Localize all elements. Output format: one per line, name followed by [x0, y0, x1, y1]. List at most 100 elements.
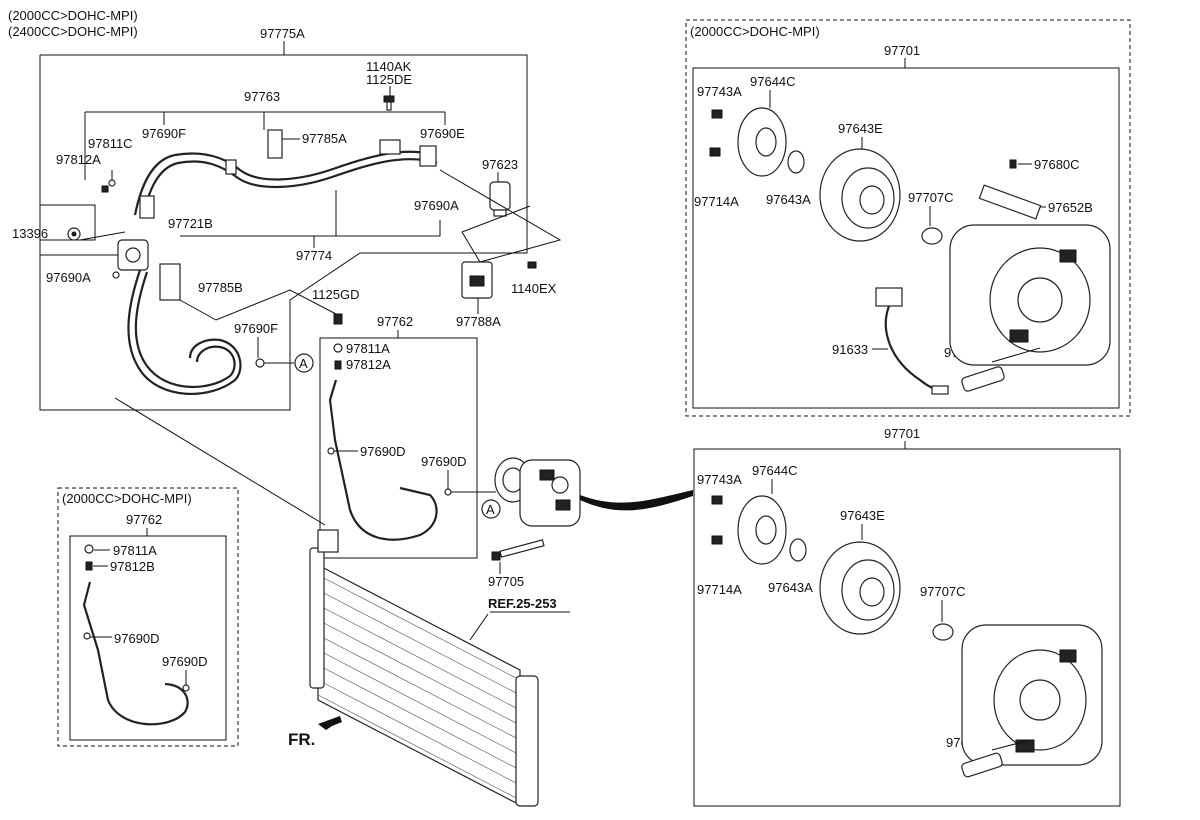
oring-97690D-mid-icon: [327, 447, 335, 455]
label-97643A-top: 97643A: [766, 192, 811, 207]
label-1125DE: 1125DE: [366, 72, 412, 87]
circle-A-top-label: A: [299, 356, 308, 371]
label-97623: 97623: [482, 157, 518, 172]
label-97643A-bottom: 97643A: [768, 580, 813, 595]
label-97785B: 97785B: [198, 280, 243, 295]
label-97714A-top: 97714A: [694, 194, 739, 209]
valve-core-97812A-mid-icon: [334, 360, 342, 370]
oring-97811C-icon: [108, 179, 116, 187]
label-97644C-top: 97644C: [750, 74, 796, 89]
label-97643E-top: 97643E: [838, 121, 883, 136]
label-97690A-left: 97690A: [46, 270, 91, 285]
circle-A-bottom-icon: [481, 499, 501, 519]
label-97762-left: 97762: [126, 512, 162, 527]
nut-13396-icon: [67, 227, 81, 241]
label-97705: 97705: [488, 574, 524, 589]
engine-note-bottom-left: (2000CC>DOHC-MPI): [62, 491, 192, 506]
frame-97701-top: [692, 67, 1120, 409]
label-97690D-left1: 97690D: [114, 631, 160, 646]
label-97743A-bottom: 97743A: [697, 472, 742, 487]
label-97811A-left: 97811A: [113, 543, 157, 558]
engine-note-top-right: (2000CC>DOHC-MPI): [690, 24, 820, 39]
bracket-97788A-icon: [461, 261, 493, 299]
label-97644C-bottom: 97644C: [752, 463, 798, 478]
oring-97811A-left-icon: [84, 544, 94, 554]
bolt-1125GD-icon: [333, 313, 343, 325]
label-97812B-left: 97812B: [110, 559, 155, 574]
condenser-icon: [309, 529, 539, 807]
label-97643E-bottom: 97643E: [840, 508, 885, 523]
label-97714A-bottom: 97714A: [697, 582, 742, 597]
circle-A-bottom-label: A: [486, 502, 495, 517]
label-97774: 97774: [296, 248, 332, 263]
clamp-icon: [225, 129, 437, 175]
label-1125GD: 1125GD: [312, 287, 359, 302]
label-91633-top: 91633: [832, 342, 868, 357]
label-13396: 13396: [12, 226, 48, 241]
oring-97690D-left2-icon: [182, 684, 190, 692]
clutch-parts-bottom-icon: [711, 495, 954, 641]
receiver-drier-97623-icon: [489, 181, 511, 217]
label-97690D-mid1: 97690D: [360, 444, 406, 459]
pressure-sensor-97674F-icon: [961, 347, 1041, 392]
bolt-1125DE-icon: [383, 95, 395, 111]
label-1140EX: 1140EX: [511, 281, 557, 296]
compressor-icon: [494, 457, 581, 527]
label-97690F-top: 97690F: [142, 126, 186, 141]
sweep-arrow-icon: [580, 490, 693, 511]
bracket-97774: [180, 220, 441, 237]
circle-A-top-icon: [294, 353, 314, 373]
valve-core-97812B-icon: [85, 561, 93, 571]
bolt-97705-icon: [491, 539, 545, 561]
leader-condenser: [114, 397, 326, 526]
hose-97762-left: [82, 581, 189, 726]
label-97707C-top: 97707C: [908, 190, 954, 205]
hose-97763: [133, 150, 436, 216]
label-97811C: 97811C: [88, 136, 133, 151]
leader-ref: [469, 613, 489, 641]
engine-note-main-2: (2400CC>DOHC-MPI): [8, 24, 138, 39]
label-97811A-mid: 97811A: [346, 341, 390, 356]
label-97812A-mid: 97812A: [346, 357, 391, 372]
oring-97690D-mid2-icon: [444, 488, 452, 496]
label-97721B: 97721B: [168, 216, 213, 231]
label-97652B-top: 97652B: [1048, 200, 1093, 215]
hose-97762-mid: [328, 379, 438, 541]
hose-97774: [127, 269, 242, 396]
label-97707C-bottom: 97707C: [920, 584, 966, 599]
compressor-bottom-icon: [961, 624, 1103, 766]
label-97690E: 97690E: [420, 126, 465, 141]
clutch-parts-top-icon: [709, 107, 1017, 245]
label-97743A-top: 97743A: [697, 84, 742, 99]
label-97690A-right: 97690A: [414, 198, 459, 213]
valve-core-97812A-icon: [101, 185, 109, 193]
label-97785A: 97785A: [302, 131, 347, 146]
frame-97701-bottom: [693, 448, 1121, 807]
frame-97762-mid: [319, 337, 478, 559]
label-97812A-top: 97812A: [56, 152, 101, 167]
label-97788A: 97788A: [456, 314, 501, 329]
frame-97775A: [39, 54, 528, 411]
label-97701-bottom: 97701: [884, 426, 920, 441]
leader-1125GD: [179, 289, 337, 321]
frame-97762-left: [69, 535, 227, 741]
label-97680C-top: 97680C: [1034, 157, 1080, 172]
label-ref: REF.25-253: [488, 596, 557, 611]
label-97762-mid: 97762: [377, 314, 413, 329]
label-97701-top: 97701: [884, 43, 920, 58]
sensor-91633-icon: [875, 287, 949, 395]
oring-97690D-left1-icon: [83, 632, 91, 640]
label-97775A: 97775A: [260, 26, 305, 41]
label-1140AK: 1140AK: [366, 59, 412, 74]
frame-bottom-left-dashed: [57, 487, 239, 747]
oring-97811A-mid-icon: [333, 343, 343, 353]
oring-97690F-icon: [255, 358, 265, 368]
label-97690F-mid: 97690F: [234, 321, 278, 336]
engine-note-main-1: (2000CC>DOHC-MPI): [8, 8, 138, 23]
label-97690D-mid2: 97690D: [421, 454, 467, 469]
compressor-top-icon: [949, 184, 1111, 366]
bolt-1140EX-icon: [527, 261, 537, 269]
hose-97763-inner: [140, 158, 438, 219]
